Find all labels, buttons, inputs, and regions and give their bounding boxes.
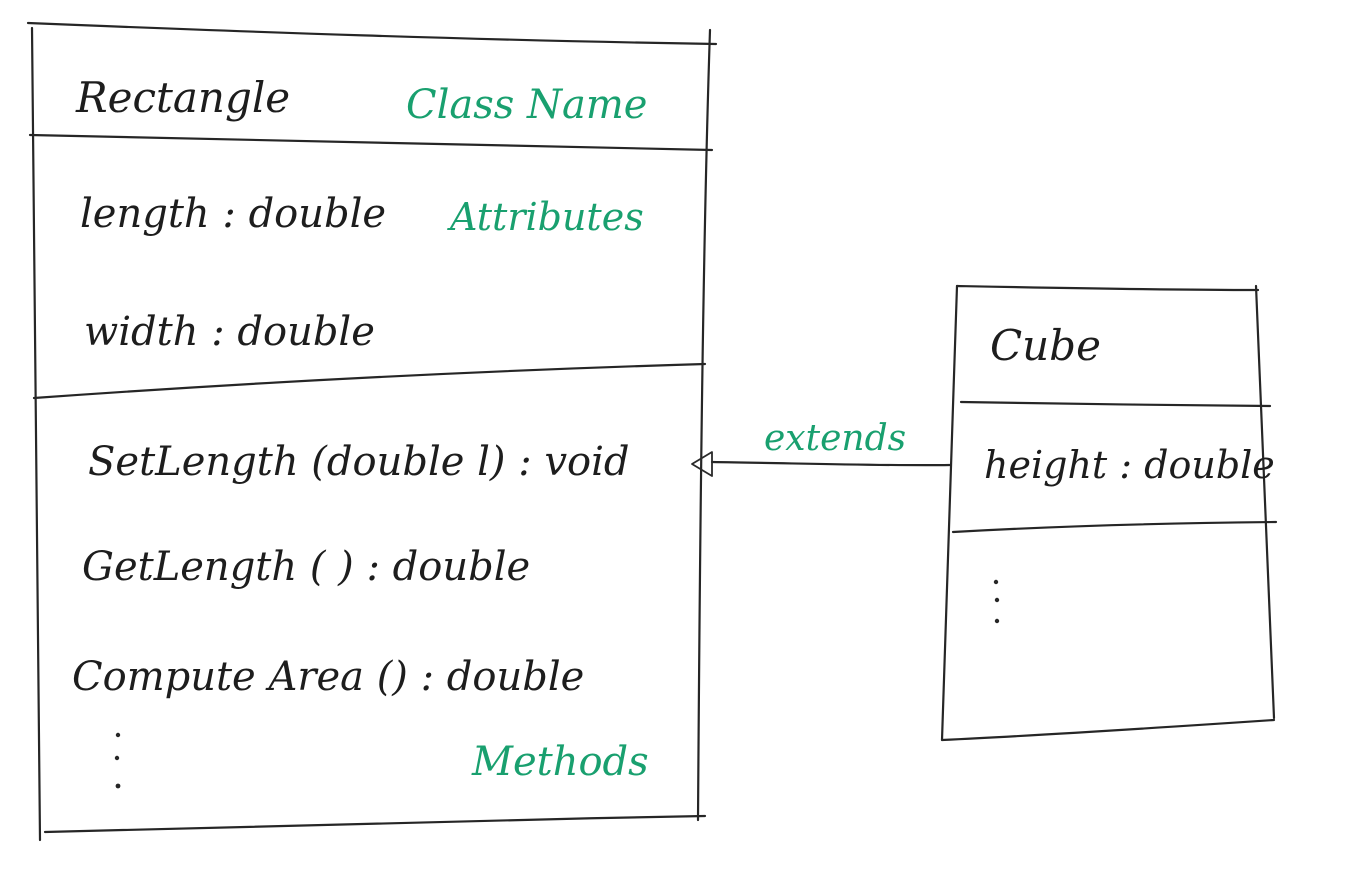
cube-attributes-divider [951,520,1278,534]
rectangle-attribute-width: width : double [84,309,375,355]
rectangle-attributes-divider [32,362,707,400]
annotation-class-name: Class Name [406,82,647,128]
rectangle-more-methods-ellipsis [114,732,121,789]
rectangle-box-left-edge [30,26,42,842]
extends-label: extends [764,418,906,459]
rectangle-class-box [26,21,718,842]
rectangle-class-name: Rectangle [75,73,290,122]
annotation-methods: Methods [471,739,649,785]
extends-arrow [691,451,952,477]
cube-class-box [940,284,1278,742]
cube-box-right-edge [1254,284,1276,720]
cube-box-top-edge [955,284,1260,292]
rectangle-box-bottom-edge [43,814,707,834]
cube-more-ellipsis [993,579,1000,624]
cube-class-name: Cube [990,321,1101,370]
rectangle-box-top-edge [26,21,718,46]
cube-box-bottom-edge [940,718,1276,742]
cube-box-left-edge [940,284,959,742]
rectangle-name-divider [28,133,714,152]
rectangle-box-right-edge [696,28,712,822]
cube-name-divider [959,400,1272,408]
rectangle-method-setlength: SetLength (double l) : void [88,439,630,485]
annotation-attributes: Attributes [447,195,644,239]
extends-arrow-head-icon [691,451,713,477]
cube-attribute-height: height : double [984,443,1275,487]
rectangle-method-computearea: Compute Area () : double [72,654,584,700]
rectangle-attribute-length: length : double [80,191,386,237]
rectangle-method-getlength: GetLength ( ) : double [82,544,530,590]
extends-arrow-line [710,460,952,467]
